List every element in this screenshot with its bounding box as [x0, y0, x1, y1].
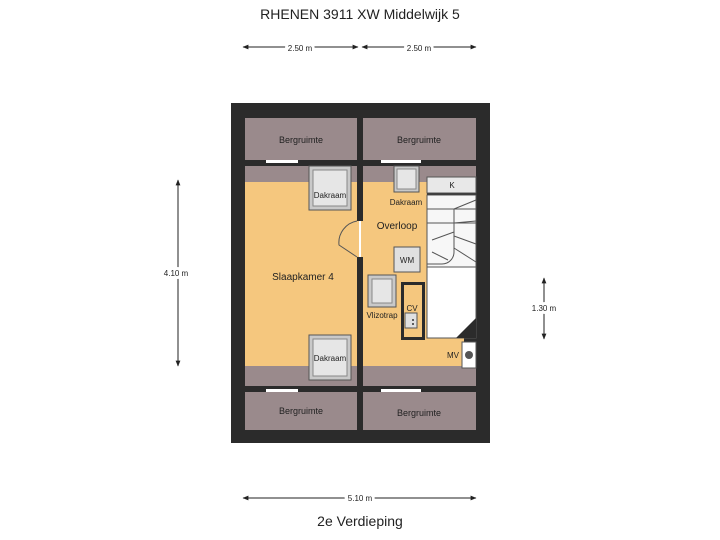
- loft-ladder-label: Vlizotrap: [366, 311, 398, 320]
- kneewall-landing-bottom: [363, 366, 476, 386]
- cupboard: [426, 176, 477, 194]
- dimension-bottom-width: 5.10 m: [242, 491, 477, 506]
- dimension-top-left: 2.50 m: [242, 41, 359, 56]
- boiler-label: CV: [406, 304, 418, 313]
- bedroom-door-swing: [338, 220, 358, 258]
- skylight-landing-label: Dakraam: [390, 198, 423, 207]
- dimension-right-height-label: 1.30 m: [532, 304, 557, 313]
- storage-top-right-label: Bergruimte: [397, 135, 441, 145]
- floor-name: 2e Verdieping: [317, 513, 403, 529]
- washing-machine: [393, 246, 421, 273]
- storage-room-top-left: [245, 118, 357, 160]
- cupboard-label: K: [449, 181, 455, 190]
- boiler-unit: [404, 312, 418, 329]
- ventilation-label: MV: [447, 351, 460, 360]
- landing-floor-extension: [427, 338, 464, 366]
- interior-wall-center: [357, 118, 363, 430]
- interior-wall-bottom: [245, 386, 476, 392]
- storage-door-top-right: [381, 160, 421, 163]
- staircase: [426, 194, 477, 268]
- interior-wall-top: [245, 160, 476, 166]
- skylight-bedroom-bottom-label: Dakraam: [314, 354, 347, 363]
- dimension-left-height: 4.10 m: [161, 179, 192, 367]
- storage-room-top-right: [363, 118, 476, 160]
- dimension-top-right: 2.50 m: [361, 41, 477, 56]
- plan-title: RHENEN 3911 XW Middelwijk 5: [260, 6, 460, 22]
- storage-door-bottom-right: [381, 389, 421, 392]
- dimension-bottom-width-label: 5.10 m: [348, 494, 373, 503]
- dimension-top-left-label: 2.50 m: [288, 44, 313, 53]
- storage-top-left-label: Bergruimte: [279, 135, 323, 145]
- landing-label: Overloop: [377, 221, 418, 232]
- washing-machine-label: WM: [400, 256, 415, 265]
- dimension-left-height-label: 4.10 m: [164, 269, 189, 278]
- storage-room-bottom-right: [363, 392, 476, 430]
- dimension-right-height: 1.30 m: [529, 277, 560, 340]
- skylight-bedroom-top-label: Dakraam: [314, 191, 347, 200]
- stair-wall-corner: [456, 318, 476, 338]
- storage-bottom-left-label: Bergruimte: [279, 406, 323, 416]
- storage-door-top-left: [266, 160, 298, 163]
- bedroom-label: Slaapkamer 4: [272, 272, 334, 283]
- storage-door-bottom-left: [266, 389, 298, 392]
- dimension-top-right-label: 2.50 m: [407, 44, 432, 53]
- storage-bottom-right-label: Bergruimte: [397, 408, 441, 418]
- storage-room-bottom-left: [245, 392, 357, 430]
